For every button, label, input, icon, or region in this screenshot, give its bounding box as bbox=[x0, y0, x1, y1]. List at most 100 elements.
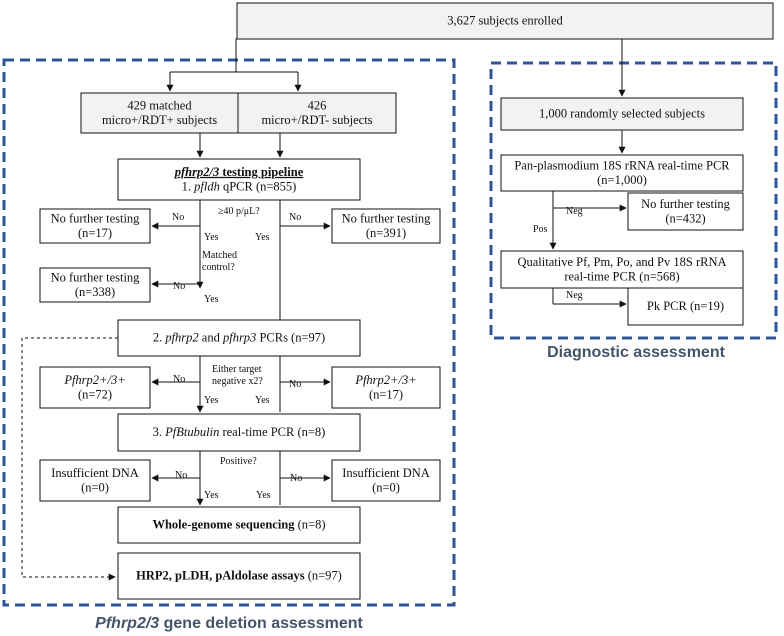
node-label: (n=1,000) bbox=[597, 173, 647, 187]
no-label: No bbox=[175, 470, 187, 481]
yes-label: Yes bbox=[256, 490, 271, 501]
diagnostic-caption: Diagnostic assessment bbox=[547, 344, 726, 361]
node-box bbox=[117, 552, 361, 600]
node-box bbox=[236, 2, 774, 40]
no-label: No bbox=[289, 379, 301, 390]
node-box bbox=[331, 459, 441, 502]
node-label: micro+/RDT- subjects bbox=[261, 113, 372, 127]
positive-question: Positive? bbox=[220, 456, 257, 467]
yes-label: Yes bbox=[255, 395, 270, 406]
parasite-threshold-question: ≥40 p/μL? bbox=[218, 206, 260, 217]
connectors bbox=[21, 38, 627, 581]
node-box bbox=[80, 92, 239, 134]
node-label: (n=338) bbox=[75, 285, 115, 299]
yes-label: Yes bbox=[204, 395, 219, 406]
node-label: No further testing bbox=[342, 211, 432, 225]
node-label: 2. pfhrp2 and pfhrp3 PCRs (n=97) bbox=[153, 331, 325, 345]
node-pos17: Pfhrp2+/3+(n=17) bbox=[331, 366, 441, 409]
node-label: (n=391) bbox=[366, 226, 406, 240]
node-label: 3,627 subjects enrolled bbox=[447, 14, 563, 28]
neg-label: Neg bbox=[566, 206, 583, 217]
neg-label: Neg bbox=[566, 290, 583, 301]
node-qual: Qualitative Pf, Pm, Po, and Pv 18S rRNAr… bbox=[500, 250, 744, 289]
node-box bbox=[331, 208, 441, 244]
node-label: Whole-genome sequencing (n=8) bbox=[152, 518, 325, 532]
node-wgs: Whole-genome sequencing (n=8) bbox=[117, 506, 361, 544]
node-label: (n=0) bbox=[81, 480, 109, 494]
either-target-question: negative x2? bbox=[212, 376, 263, 387]
node-nft432: No further testing(n=432) bbox=[627, 192, 744, 231]
node-nft17: No further testing(n=17) bbox=[39, 208, 151, 244]
node-label: (n=17) bbox=[369, 387, 403, 401]
matched-control-question: control? bbox=[202, 262, 235, 273]
node-label: 426 bbox=[308, 98, 327, 112]
node-label: (n=432) bbox=[665, 211, 705, 225]
node-label: 1,000 randomly selected subjects bbox=[539, 107, 705, 121]
node-label: HRP2, pLDH, pAldolase assays (n=97) bbox=[136, 569, 342, 583]
node-label: Insufficient DNA bbox=[342, 466, 430, 480]
node-label: Pfhrp2+/3+ bbox=[354, 373, 416, 387]
node-label: micro+/RDT+ subjects bbox=[102, 113, 217, 127]
node-random: 1,000 randomly selected subjects bbox=[500, 97, 744, 131]
no-label: No bbox=[173, 374, 185, 385]
yes-label: Yes bbox=[204, 490, 219, 501]
node-box bbox=[39, 366, 151, 409]
yes-label: Yes bbox=[255, 232, 270, 243]
no-label: No bbox=[172, 212, 184, 223]
edge-labels: ≥40 p/μL? No Yes No Yes Matched control?… bbox=[172, 206, 583, 501]
node-pos72: Pfhrp2+/3+(n=72) bbox=[39, 366, 151, 409]
either-target-question: Either target bbox=[212, 364, 262, 375]
diagnostic-frame bbox=[489, 61, 778, 340]
node-label: Pk PCR (n=19) bbox=[647, 299, 724, 313]
node-label: Insufficient DNA bbox=[51, 466, 139, 480]
node-insuff2: Insufficient DNA(n=0) bbox=[331, 459, 441, 502]
gene-deletion-frame bbox=[2, 58, 456, 607]
node-insuff1: Insufficient DNA(n=0) bbox=[39, 459, 151, 502]
node-label: (n=72) bbox=[78, 387, 112, 401]
gene-deletion-caption: Pfhrp2/3 gene deletion assessment bbox=[95, 615, 363, 632]
node-nft391: No further testing(n=391) bbox=[331, 208, 441, 244]
node-label: 3. PfBtubulin real-time PCR (n=8) bbox=[153, 425, 326, 439]
node-box bbox=[627, 192, 744, 231]
yes-label: Yes bbox=[204, 232, 219, 243]
no-label: No bbox=[173, 281, 185, 292]
node-box bbox=[627, 287, 744, 326]
matched-control-question: Matched bbox=[202, 250, 237, 261]
node-box bbox=[39, 459, 151, 502]
node-box bbox=[39, 267, 151, 303]
node-label: Pan-plasmodium 18S rRNA real-time PCR bbox=[514, 158, 730, 172]
node-box bbox=[237, 92, 397, 134]
node-nft338: No further testing(n=338) bbox=[39, 267, 151, 303]
pos-label: Pos bbox=[533, 224, 548, 235]
node-box bbox=[117, 319, 361, 357]
node-box bbox=[117, 506, 361, 544]
node-label: Qualitative Pf, Pm, Po, and Pv 18S rRNA bbox=[517, 255, 726, 269]
node-label: Pfhrp2+/3+ bbox=[63, 373, 125, 387]
node-box bbox=[500, 97, 744, 131]
node-box bbox=[331, 366, 441, 409]
node-pan: Pan-plasmodium 18S rRNA real-time PCR(n=… bbox=[500, 154, 744, 192]
node-label: No further testing bbox=[51, 270, 141, 284]
node-label: pfhrp2/3 testing pipeline bbox=[174, 165, 304, 179]
yes-label: Yes bbox=[204, 294, 219, 305]
node-pk: Pk PCR (n=19) bbox=[627, 287, 744, 326]
node-box bbox=[117, 158, 361, 201]
no-label: No bbox=[289, 212, 301, 223]
node-label: 429 matched bbox=[127, 98, 192, 112]
no-label: No bbox=[290, 473, 302, 484]
node-box bbox=[39, 208, 151, 244]
node-pcrs: 2. pfhrp2 and pfhrp3 PCRs (n=97) bbox=[117, 319, 361, 357]
node-tubulin: 3. PfBtubulin real-time PCR (n=8) bbox=[117, 413, 361, 452]
node-box bbox=[500, 250, 744, 289]
node-box bbox=[500, 154, 744, 192]
node-enrolled: 3,627 subjects enrolled bbox=[236, 2, 774, 40]
node-label: No further testing bbox=[641, 197, 731, 211]
node-label: (n=0) bbox=[372, 480, 400, 494]
node-label: (n=17) bbox=[78, 226, 112, 240]
node-label: real-time PCR (n=568) bbox=[564, 269, 679, 283]
